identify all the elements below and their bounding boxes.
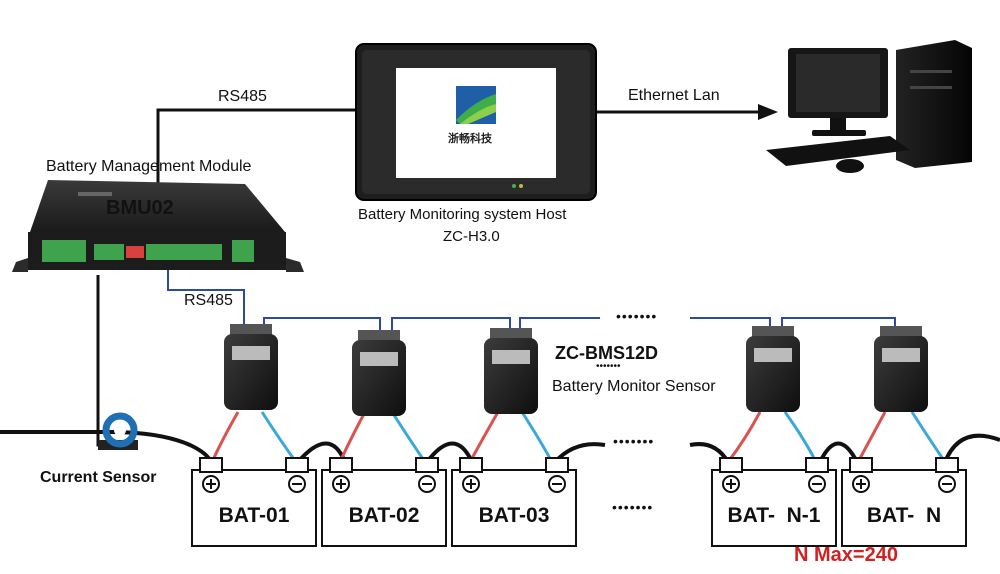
max-batteries-note: N Max=240 bbox=[794, 544, 898, 566]
sensor-group bbox=[224, 324, 928, 416]
computer-icon bbox=[766, 40, 972, 173]
battery-row bbox=[191, 457, 967, 547]
battery-sensor bbox=[874, 326, 928, 412]
battery-label: BAT-01 bbox=[218, 504, 290, 527]
rs485-top-wire bbox=[156, 108, 360, 200]
battery-label: BAT- N bbox=[866, 504, 942, 527]
battery-label: BAT-02 bbox=[348, 504, 420, 527]
terminal-block bbox=[232, 240, 254, 262]
sensor-lead-cyan bbox=[783, 411, 818, 463]
minus-icon bbox=[288, 475, 306, 493]
plus-icon bbox=[462, 475, 480, 493]
host-led bbox=[519, 184, 523, 188]
battery-sensor bbox=[224, 324, 278, 410]
terminal-block bbox=[42, 240, 86, 262]
sensor-lead-cyan bbox=[520, 411, 554, 463]
plus-icon bbox=[332, 475, 350, 493]
minus-icon bbox=[808, 475, 826, 493]
battery-label: BAT- N-1 bbox=[727, 504, 821, 527]
battery-label: BAT-03 bbox=[478, 504, 550, 527]
plus-icon bbox=[722, 475, 740, 493]
rs485-bus-wire bbox=[167, 262, 245, 325]
sensor-lead-red bbox=[856, 411, 887, 463]
polarity-symbols bbox=[202, 475, 956, 493]
sensor-lead-cyan bbox=[910, 411, 947, 463]
battery-link-2 bbox=[425, 441, 474, 464]
brand-logo-icon bbox=[456, 86, 496, 124]
minus-icon bbox=[548, 475, 566, 493]
battery bbox=[191, 457, 317, 547]
sensor-lead-cyan bbox=[390, 411, 427, 463]
rs485-top-label: RS485 bbox=[218, 88, 267, 105]
terminal-block bbox=[94, 244, 124, 260]
sensor-lead-red bbox=[468, 411, 500, 463]
sensor-lead-cyan bbox=[260, 411, 298, 463]
ellipsis-top: ••••••• bbox=[616, 308, 658, 324]
current-sensor-icon bbox=[98, 412, 138, 450]
sensor-lead-red bbox=[338, 411, 367, 463]
sensor-bus-wire bbox=[263, 317, 600, 333]
ethernet-arrowhead bbox=[758, 104, 778, 120]
battery-link-6 bbox=[943, 433, 1000, 463]
sensor-caption: Battery Monitor Sensor bbox=[552, 378, 716, 395]
current-sensor-label: Current Sensor bbox=[40, 469, 157, 486]
bmu-device bbox=[12, 180, 304, 272]
minus-icon bbox=[418, 475, 436, 493]
plus-icon bbox=[202, 475, 220, 493]
ellipsis-mid: ••••••• bbox=[596, 361, 621, 372]
battery bbox=[451, 457, 577, 547]
battery bbox=[841, 457, 967, 547]
battery-sensor bbox=[746, 326, 800, 412]
battery bbox=[321, 457, 447, 547]
ellipsis-wire: ••••••• bbox=[613, 433, 655, 449]
host-model: ZC-H3.0 bbox=[443, 228, 500, 245]
terminal-block bbox=[146, 244, 222, 260]
battery-link-5 bbox=[818, 441, 859, 463]
battery-sensor bbox=[484, 328, 538, 414]
plus-icon bbox=[852, 475, 870, 493]
host-led bbox=[512, 184, 516, 188]
dip-switch bbox=[126, 246, 144, 258]
ellipsis-batteries: ••••••• bbox=[612, 499, 654, 515]
sensor-lead-red bbox=[726, 411, 762, 463]
host-panel bbox=[355, 43, 597, 201]
ethernet-label: Ethernet Lan bbox=[628, 87, 720, 104]
minus-icon bbox=[938, 475, 956, 493]
sensor-lead-red bbox=[210, 411, 240, 463]
main-power-cable bbox=[0, 430, 212, 462]
host-screen-brand: 浙畅科技 bbox=[448, 133, 492, 145]
battery bbox=[711, 457, 837, 547]
sensor-model: ZC-BMS12D bbox=[555, 343, 659, 363]
host-caption: Battery Monitoring system Host bbox=[358, 206, 567, 223]
bmu-model: BMU02 bbox=[106, 197, 174, 219]
rs485-bus-label: RS485 bbox=[184, 292, 233, 309]
battery-sensor bbox=[352, 330, 406, 416]
bmu-caption: Battery Management Module bbox=[46, 158, 252, 175]
